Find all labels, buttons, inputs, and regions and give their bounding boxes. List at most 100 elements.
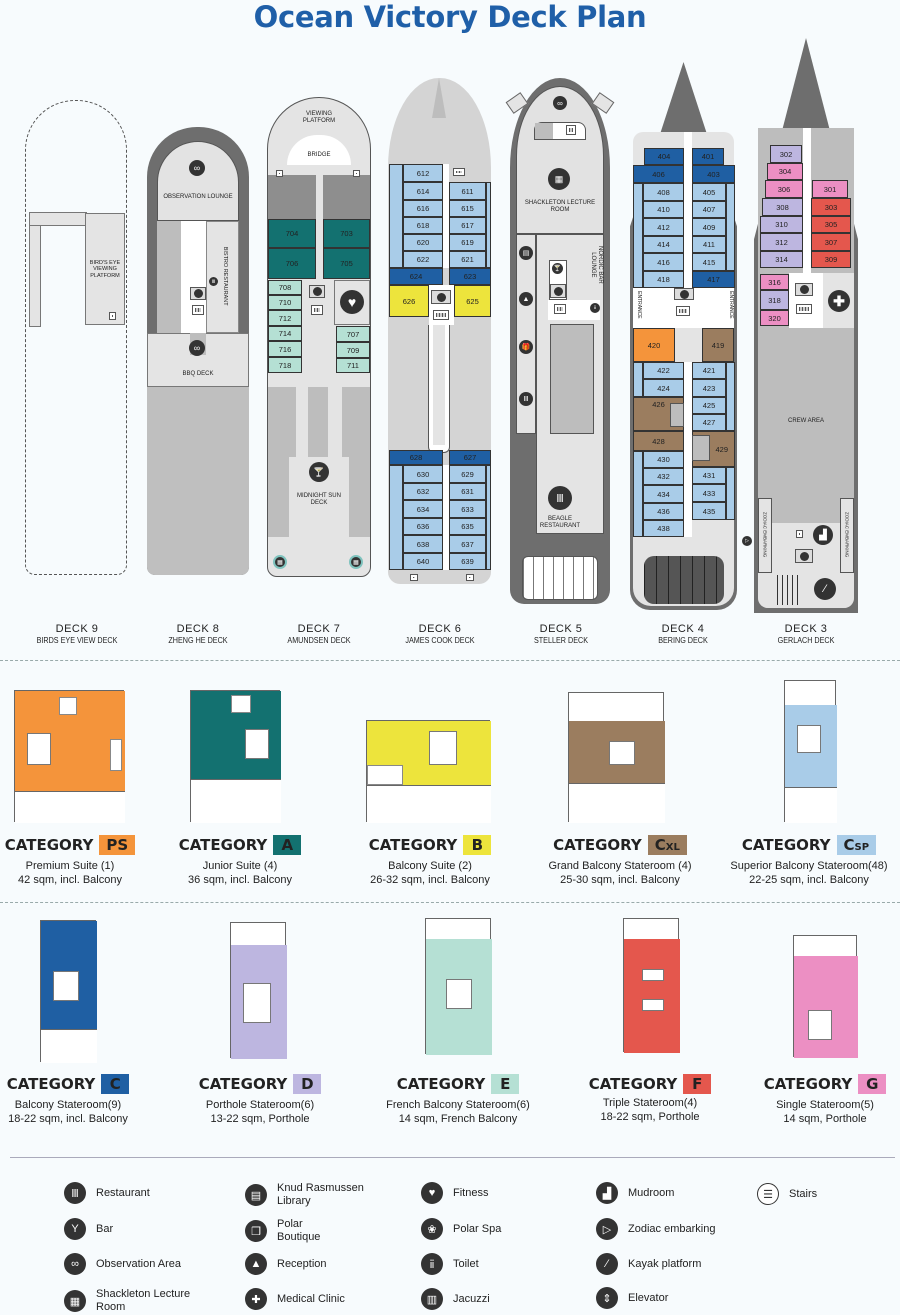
- cabin-411[interactable]: 411: [692, 236, 726, 253]
- deck-8-plan[interactable]: ∞ OBSERVATION LOUNGE BISTRO RESTAURANT Ⅲ…: [147, 127, 249, 577]
- cabin-418[interactable]: 418: [643, 271, 684, 288]
- cabin-306[interactable]: 306: [765, 180, 803, 198]
- cabin-410[interactable]: 410: [643, 201, 684, 218]
- cabin-422[interactable]: 422: [643, 362, 684, 379]
- cabin-409[interactable]: 409: [692, 218, 726, 236]
- cabin-414[interactable]: 414: [643, 236, 684, 253]
- cabin-412[interactable]: 412: [643, 218, 684, 236]
- cabin-408[interactable]: 408: [643, 183, 684, 201]
- cabin-635[interactable]: 635: [449, 518, 486, 535]
- cabin-628[interactable]: 628: [389, 450, 443, 465]
- deck-3-plan[interactable]: 302 304 306 308 310 312 314 316 318 320 …: [742, 38, 862, 615]
- cabin-404[interactable]: 404: [644, 148, 684, 165]
- cabin-308[interactable]: 308: [762, 198, 803, 216]
- cabin-431[interactable]: 431: [692, 467, 726, 484]
- cabin-703[interactable]: 703: [323, 219, 370, 248]
- cabin-436[interactable]: 436: [643, 503, 684, 520]
- cabin-626[interactable]: 626: [389, 285, 429, 317]
- cabin-406[interactable]: 406: [633, 165, 684, 183]
- cabin-401[interactable]: 401: [692, 148, 724, 165]
- cabin-620[interactable]: 620: [403, 234, 443, 251]
- deck-5-plan[interactable]: ∞ ▦ SHACKLETON LECTURE ROOM ▤ ▲ 🎁 Ⅲ 🍸 NO…: [505, 78, 615, 606]
- cabin-617[interactable]: 617: [449, 217, 486, 234]
- cabin-637[interactable]: 637: [449, 535, 486, 553]
- cabin-307[interactable]: 307: [811, 233, 851, 251]
- cabin-630[interactable]: 630: [403, 465, 443, 483]
- cabin-709[interactable]: 709: [336, 342, 370, 358]
- deck-9-plan[interactable]: BIRD'S EYE VIEWING PLATFORM: [25, 100, 130, 575]
- cabin-638[interactable]: 638: [403, 535, 443, 553]
- cabin-318[interactable]: 318: [760, 290, 789, 310]
- cabin-612[interactable]: 612: [403, 164, 443, 182]
- cabin-616[interactable]: 616: [403, 200, 443, 217]
- cabin-419[interactable]: 419: [702, 328, 734, 362]
- cabin-632[interactable]: 632: [403, 483, 443, 500]
- cabin-403[interactable]: 403: [692, 165, 735, 183]
- cabin-625[interactable]: 625: [454, 285, 491, 317]
- cabin-710[interactable]: 710: [268, 295, 302, 310]
- cabin-320[interactable]: 320: [760, 310, 789, 326]
- cabin-303[interactable]: 303: [811, 198, 851, 216]
- cabin-310[interactable]: 310: [760, 216, 803, 233]
- cabin-305[interactable]: 305: [811, 216, 851, 233]
- cabin-631[interactable]: 631: [449, 483, 486, 500]
- cabin-621[interactable]: 621: [449, 251, 486, 268]
- cabin-618[interactable]: 618: [403, 217, 443, 234]
- cabin-629[interactable]: 629: [449, 465, 486, 483]
- deck-6-plan[interactable]: 612 614 616 618 620 622 611 615 617 619 …: [388, 78, 491, 586]
- cabin-309[interactable]: 309: [811, 251, 851, 268]
- cabin-619[interactable]: 619: [449, 234, 486, 251]
- cabin-611[interactable]: 611: [449, 182, 486, 200]
- cabin-624[interactable]: 624: [389, 268, 443, 285]
- cabin-420[interactable]: 420: [633, 328, 675, 362]
- cabin-438[interactable]: 438: [643, 520, 684, 537]
- cabin-705[interactable]: 705: [323, 248, 370, 279]
- cabin-708[interactable]: 708: [268, 280, 302, 295]
- cabin-712[interactable]: 712: [268, 310, 302, 326]
- cabin-314[interactable]: 314: [760, 251, 803, 268]
- cabin-432[interactable]: 432: [643, 468, 684, 485]
- cabin-627[interactable]: 627: [449, 450, 491, 465]
- cabin-615[interactable]: 615: [449, 200, 486, 217]
- cabin-405[interactable]: 405: [692, 183, 726, 201]
- cabin-304[interactable]: 304: [767, 163, 803, 180]
- cabin-301[interactable]: 301: [812, 180, 848, 198]
- cabin-416[interactable]: 416: [643, 253, 684, 271]
- cabin-634[interactable]: 634: [403, 500, 443, 518]
- cabin-718[interactable]: 718: [268, 357, 302, 373]
- cabin-427[interactable]: 427: [692, 414, 726, 431]
- cabin-706[interactable]: 706: [268, 248, 316, 279]
- cabin-636[interactable]: 636: [403, 518, 443, 535]
- cabin-424[interactable]: 424: [643, 379, 684, 397]
- cabin-714[interactable]: 714: [268, 326, 302, 341]
- cabin-639[interactable]: 639: [449, 553, 486, 570]
- cabin-423[interactable]: 423: [692, 379, 726, 397]
- deck-7-plan[interactable]: VIEWING PLATFORM BRIDGE 704 703 706 705 …: [267, 97, 371, 579]
- cabin-622[interactable]: 622: [403, 251, 443, 268]
- cabin-425[interactable]: 425: [692, 397, 726, 414]
- cabin-415[interactable]: 415: [692, 253, 726, 271]
- cabin-640[interactable]: 640: [403, 553, 443, 570]
- cabin-430[interactable]: 430: [643, 451, 684, 468]
- cabin-711[interactable]: 711: [336, 358, 370, 373]
- cabin-302[interactable]: 302: [770, 145, 802, 163]
- cabin-435[interactable]: 435: [692, 502, 726, 520]
- cabin-704[interactable]: 704: [268, 219, 316, 248]
- cabin-433[interactable]: 433: [692, 484, 726, 502]
- deck-4-plan[interactable]: 404 406 401 403 408 410 412 414 416 418 …: [630, 62, 737, 612]
- cabin-316[interactable]: 316: [760, 274, 789, 290]
- cabin-623[interactable]: 623: [449, 268, 491, 285]
- cabin-716[interactable]: 716: [268, 341, 302, 357]
- cabin-428[interactable]: 428: [633, 431, 684, 451]
- cabin-614[interactable]: 614: [403, 182, 443, 200]
- cabin-312[interactable]: 312: [760, 233, 803, 251]
- cabin-421[interactable]: 421: [692, 362, 726, 379]
